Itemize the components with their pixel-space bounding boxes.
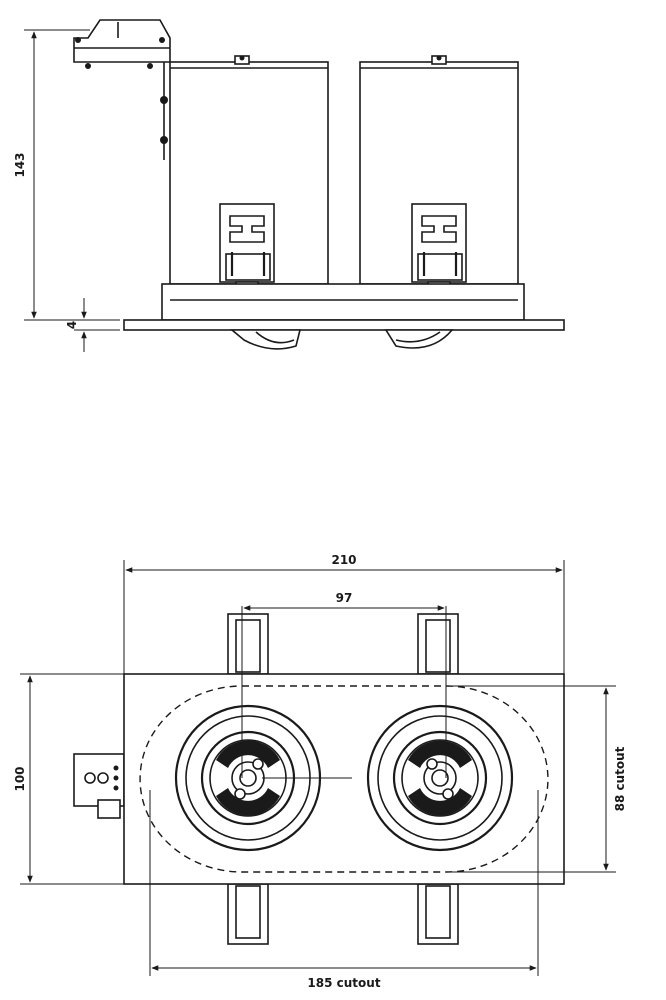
- dim-100-label: 100: [13, 766, 27, 791]
- left-housing: [169, 55, 329, 300]
- dim-185-label: 185 cutout: [307, 976, 380, 990]
- dim-4-label: 4: [65, 321, 79, 329]
- dim-143-label: 143: [13, 152, 27, 177]
- dim-88-label: 88 cutout: [613, 746, 627, 811]
- lamp-faces: [229, 329, 454, 350]
- right-lamp: [366, 704, 514, 852]
- dim-88-cutout: 88 cutout: [446, 685, 627, 873]
- driver-box: [73, 19, 171, 160]
- dim-185-cutout: 185 cutout: [149, 790, 539, 990]
- driver-box-top: [73, 753, 125, 819]
- dim-4: 4: [65, 298, 120, 352]
- right-housing: [359, 55, 519, 300]
- dim-100: 100: [13, 673, 124, 885]
- base-plate: [123, 283, 565, 331]
- center-lines: [241, 606, 447, 779]
- dim-97: 97: [243, 591, 445, 611]
- frame-outline: [123, 673, 565, 885]
- dim-97-label: 97: [336, 591, 353, 605]
- dim-210: 210: [123, 553, 565, 674]
- top-view: 210 97 100 88 cutout 185 cutout: [13, 553, 627, 990]
- side-view: 143 4: [13, 19, 565, 352]
- dim-143: 143: [13, 29, 120, 321]
- dim-210-label: 210: [331, 553, 356, 567]
